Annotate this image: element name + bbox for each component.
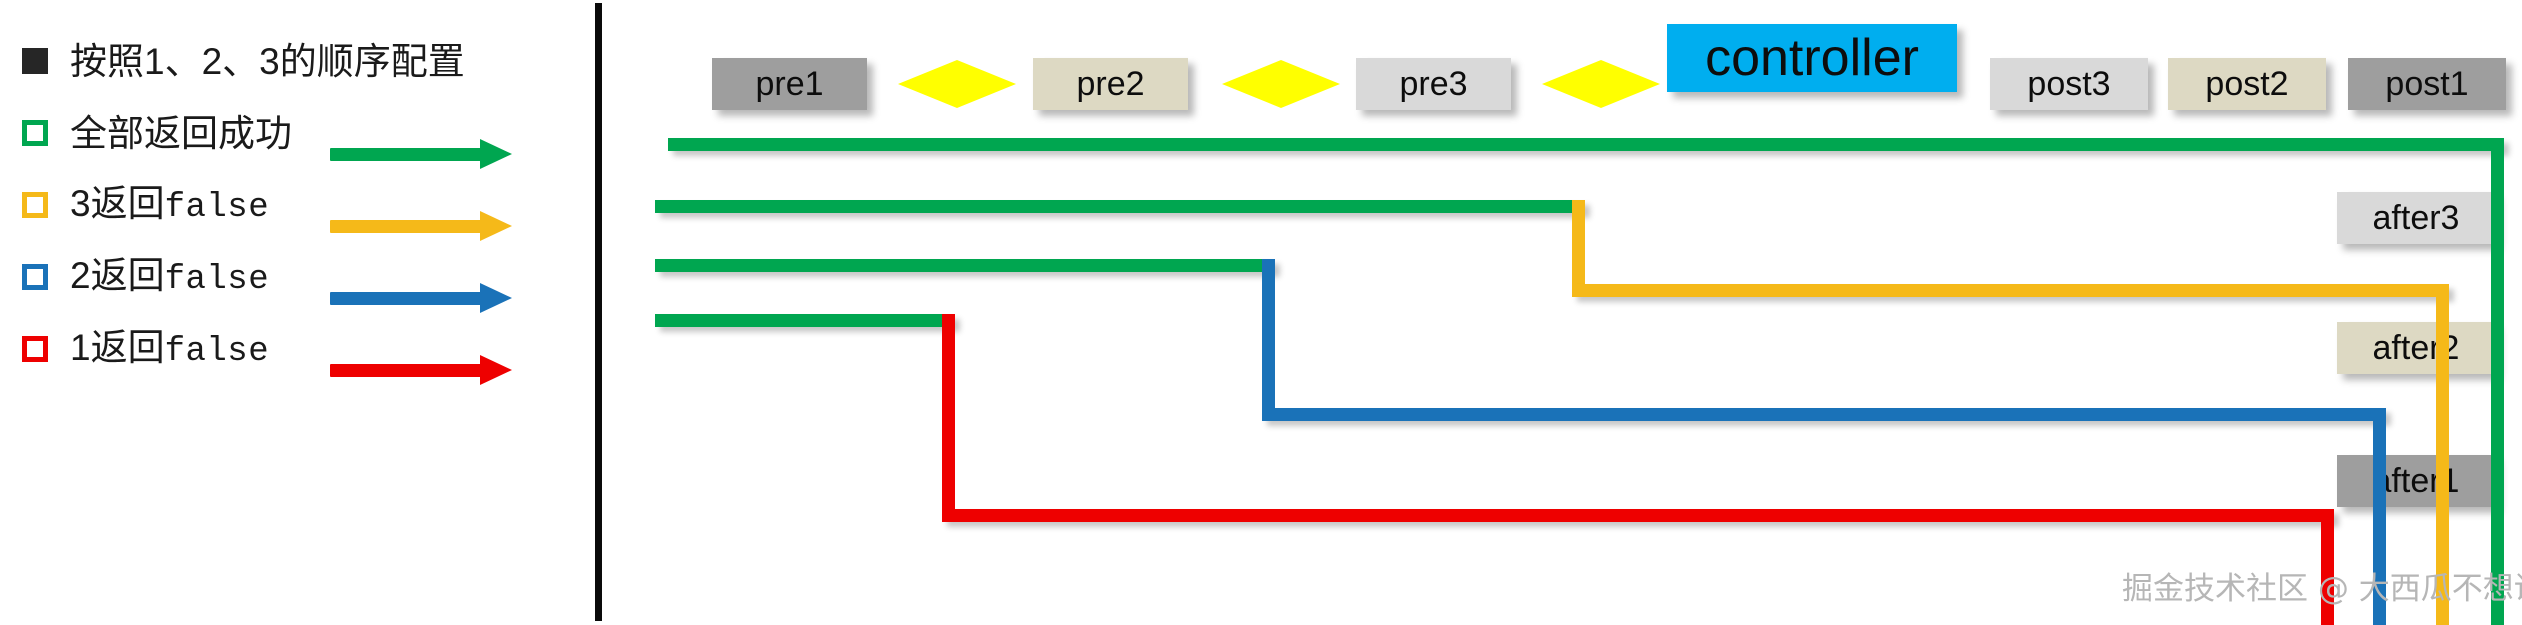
box-after1: after1 — [2337, 455, 2495, 507]
flow-red-horizontal — [942, 509, 2334, 522]
box-pre2: pre2 — [1033, 58, 1188, 110]
box-post3-label: post3 — [2027, 65, 2111, 103]
flow-red-vertical-right — [2321, 509, 2334, 625]
box-pre1-label: pre1 — [755, 65, 824, 103]
flow-red-vertical-down — [942, 314, 955, 522]
box-post2-label: post2 — [2205, 65, 2289, 103]
flow-green-row2-horizontal — [655, 200, 1585, 213]
flow-yellow-vertical-right — [2436, 284, 2449, 625]
box-after3-label: after3 — [2372, 199, 2460, 237]
legend-marker-blue-square — [22, 264, 48, 290]
box-controller: controller — [1667, 24, 1957, 92]
vertical-divider — [595, 3, 602, 621]
diamond-2-icon — [1222, 60, 1340, 108]
legend-label-order: 按照1、2、3的顺序配置 — [70, 40, 465, 82]
legend-label-all-success: 全部返回成功 — [70, 112, 292, 154]
box-post2: post2 — [2168, 58, 2326, 110]
legend-item-3-false: 3返回false — [22, 182, 269, 228]
box-pre3-label: pre3 — [1399, 65, 1468, 103]
legend-label-3-false: 3返回false — [70, 183, 270, 227]
flow-green-row1-horizontal — [668, 138, 2504, 151]
box-pre3: pre3 — [1356, 58, 1511, 110]
watermark-text: 掘金技术社区 @ 大西瓜不想说话 — [2122, 571, 2522, 607]
legend-marker-solid-square — [22, 48, 48, 74]
legend-label-2-false: 2返回false — [70, 255, 270, 299]
flow-yellow-horizontal — [1572, 284, 2449, 297]
legend-arrow-blue — [330, 283, 520, 313]
legend-marker-red-square — [22, 336, 48, 362]
box-post3: post3 — [1990, 58, 2148, 110]
flow-blue-vertical-right — [2373, 408, 2386, 625]
legend-marker-green-square — [22, 120, 48, 146]
box-after2: after2 — [2337, 322, 2495, 374]
flow-green-row3-horizontal — [655, 259, 1275, 272]
legend-item-2-false: 2返回false — [22, 254, 269, 300]
box-after3: after3 — [2337, 192, 2495, 244]
legend-item-1-false: 1返回false — [22, 326, 269, 372]
box-pre1: pre1 — [712, 58, 867, 110]
flow-green-row4-horizontal — [655, 314, 955, 327]
legend-arrow-yellow — [330, 211, 520, 241]
legend-item-all-success: 全部返回成功 — [22, 110, 292, 156]
legend-arrow-green — [330, 139, 520, 169]
flow-blue-vertical-down — [1262, 259, 1275, 414]
legend-panel: 按照1、2、3的顺序配置 全部返回成功 3返回false 2返回false — [0, 0, 595, 625]
flow-blue-horizontal — [1262, 408, 2386, 421]
box-pre2-label: pre2 — [1076, 65, 1145, 103]
flow-yellow-vertical-down — [1572, 200, 1585, 290]
box-post1: post1 — [2348, 58, 2506, 110]
diamond-1-icon — [898, 60, 1016, 108]
legend-label-1-false: 1返回false — [70, 327, 270, 371]
diamond-3-icon — [1542, 60, 1660, 108]
box-controller-label: controller — [1705, 29, 1919, 87]
legend-marker-yellow-square — [22, 192, 48, 218]
box-post1-label: post1 — [2385, 65, 2469, 103]
legend-arrow-red — [330, 355, 520, 385]
flow-green-right-vertical — [2491, 138, 2504, 625]
legend-item-order: 按照1、2、3的顺序配置 — [22, 38, 465, 84]
